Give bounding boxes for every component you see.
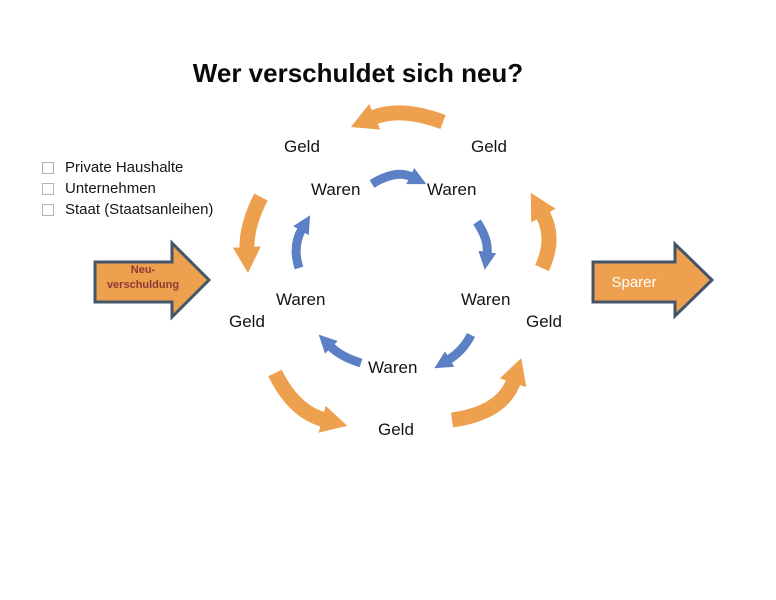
money-arrow-top (350, 103, 446, 130)
list-item: Unternehmen (42, 178, 213, 199)
slide-title: Wer verschuldet sich neu? (192, 58, 524, 88)
checkbox-bullet-icon (42, 203, 54, 216)
neuverschuldung-line2: verschuldung (106, 279, 180, 291)
list-item: Private Haushalte (42, 157, 213, 178)
debtor-label: Unternehmen (65, 180, 156, 197)
goods-arrow-bottom-right (434, 332, 476, 369)
goods-arrow-top (369, 168, 427, 188)
money-label-bottom: Geld (378, 420, 414, 439)
checkbox-bullet-icon (42, 161, 54, 174)
money-label-top-left: Geld (284, 137, 320, 156)
money-label-right: Geld (526, 312, 562, 331)
neuverschuldung-arrow (93, 239, 212, 321)
goods-label-top-left: Waren (311, 180, 361, 199)
debtors-list: Private Haushalte Unternehmen Staat (Sta… (42, 157, 213, 220)
sparer-arrow (591, 240, 715, 320)
money-arrow-right-up (530, 192, 557, 272)
money-arrow-bottom-right (450, 358, 527, 428)
money-label-left: Geld (229, 312, 265, 331)
sparer-arrow-label: Sparer (611, 273, 657, 291)
neuverschuldung-arrow-label: Neu- verschuldung (97, 263, 189, 293)
list-item: Staat (Staatsanleihen) (42, 199, 213, 220)
goods-arrow-bottom-left (318, 334, 363, 368)
debtor-label: Staat (Staatsanleihen) (65, 201, 214, 218)
checkbox-bullet-icon (42, 182, 54, 195)
goods-arrow-right-down (473, 219, 497, 270)
goods-label-bottom: Waren (368, 358, 418, 377)
goods-label-right: Waren (461, 290, 511, 309)
goods-label-top-right: Waren (427, 180, 477, 199)
money-label-top-right: Geld (471, 137, 507, 156)
money-arrow-bottom-left (268, 369, 348, 433)
neuverschuldung-line1: Neu- (130, 264, 156, 276)
goods-arrow-left-up (291, 215, 311, 270)
goods-label-left: Waren (276, 290, 326, 309)
debtor-label: Private Haushalte (65, 159, 184, 176)
money-arrow-left-down (232, 193, 268, 273)
